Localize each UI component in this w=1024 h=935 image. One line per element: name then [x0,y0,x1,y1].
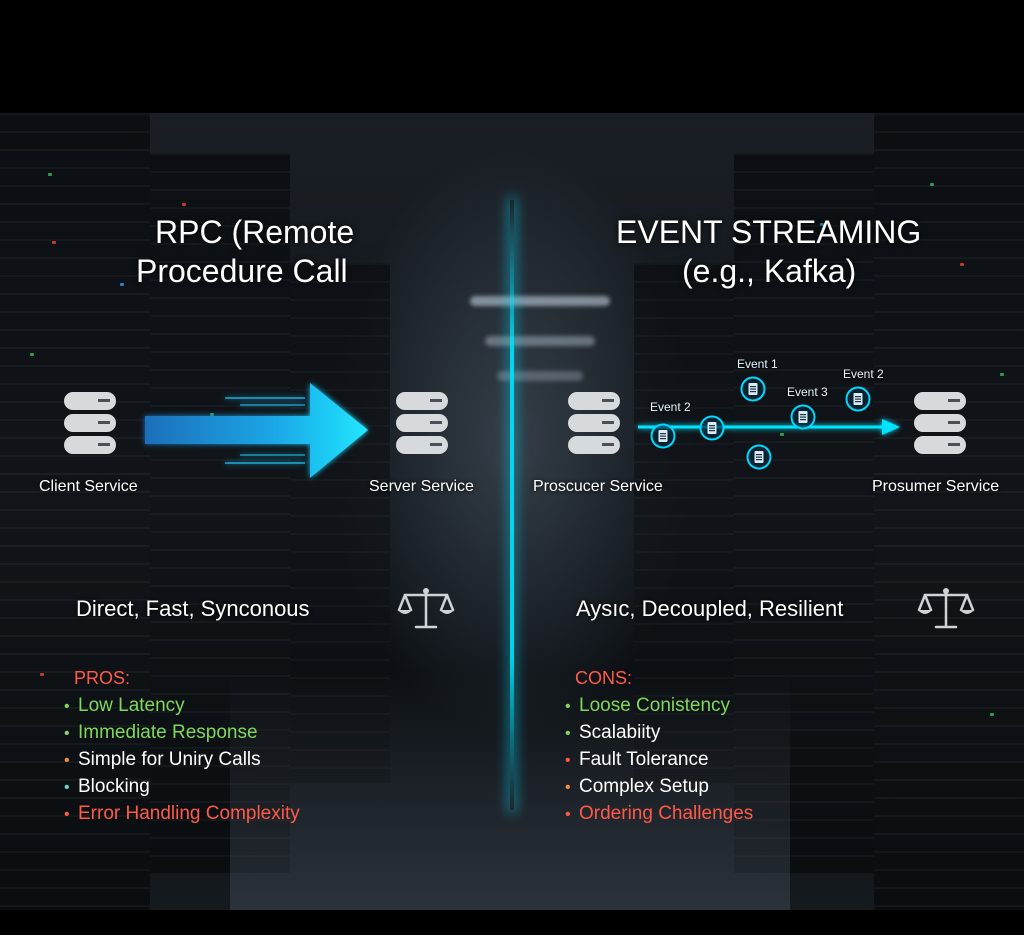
bullet-dot: • [64,698,70,715]
list-item-text: Ordering Challenges [579,803,754,824]
status-led [820,223,824,226]
bullet-dot: • [64,752,70,769]
document-icon [746,444,772,470]
rpc-tagline: Direct, Fast, Synconous [76,596,310,621]
server-rack-right-inner [634,263,734,783]
event-label: Event 1 [737,357,778,371]
server-database-icon [396,392,448,454]
datacenter-background [0,113,1024,910]
list-item: • Error Handling Complexity [64,801,300,828]
list-item-text: Simple for Uniry Calls [78,749,261,770]
bullet-dot: • [565,752,571,769]
bullet-dot: • [565,725,571,742]
list-item: • Blocking [64,774,300,801]
server-rack-left-outer [0,113,150,910]
status-led [52,241,56,244]
list-item: • Complex Setup [565,774,753,801]
bullet-dot: • [64,779,70,796]
list-item: • Simple for Uniry Calls [64,747,300,774]
status-led [182,203,186,206]
bullet-dot: • [64,806,70,823]
bullet-dot: • [565,698,571,715]
list-item-text: Immediate Response [78,722,258,743]
pros-heading: PROS: [74,668,131,688]
bullet-dot: • [565,806,571,823]
consumer-database-icon [914,392,966,454]
list-item-text: Blocking [78,776,150,797]
status-led [120,283,124,286]
list-item-text: Loose Conistency [579,695,731,716]
document-icon [740,376,766,402]
list-item-text: Fault Tolerance [579,749,709,770]
list-item-text: Complex Setup [579,776,709,797]
rpc-arrow-icon [145,383,368,478]
event-label: Event 2 [843,367,884,381]
event-label: Event 3 [787,385,828,399]
document-icon [845,386,871,412]
ceiling-light [497,371,583,381]
consumer-service-label: Prosumer Service [872,478,1000,495]
list-item: • Ordering Challenges [565,801,753,828]
server-rack-left-mid [150,153,290,873]
event-streaming-tagline: Aysıc, Decoupled, Resilient [576,596,844,621]
center-divider [510,200,514,810]
rpc-title-line2: Procedure Call [136,253,348,289]
list-item: • Loose Conistency [565,693,753,720]
list-item: • Scalabiity [565,720,753,747]
status-led [780,433,784,436]
bullet-dot: • [64,725,70,742]
document-icon [650,423,676,449]
client-service-label: Client Service [39,478,138,495]
event-streaming-title-line2: (e.g., Kafka) [682,253,857,289]
list-item: • Immediate Response [64,720,300,747]
balance-scale-icon [917,588,975,629]
server-rack-left-inner [290,263,390,783]
status-led [930,183,934,186]
event-label: Event 2 [650,400,691,414]
status-led [48,173,52,176]
balance-scale-icon [397,588,455,629]
document-icon [790,404,816,430]
status-led [1000,373,1004,376]
event-streaming-title-line1: EVENT STREAMING [616,214,922,250]
producer-database-icon [568,392,620,454]
cons-heading: CONS: [575,668,633,688]
server-rack-right-outer [874,113,1024,910]
status-led [40,673,44,676]
status-led [210,413,214,416]
status-led [990,713,994,716]
client-database-icon [64,392,116,454]
pros-list: • Low Latency • Immediate Response • Simple… [64,693,300,828]
ceiling-light [485,336,595,346]
producer-service-label: Proscucer Service [533,478,663,495]
event-stream-arrow-icon [638,419,900,435]
list-item-text: Scalabiity [579,722,661,743]
status-led [960,263,964,266]
list-item-text: Low Latency [78,695,185,716]
document-icon [699,415,725,441]
status-led [30,353,34,356]
list-item-text: Error Handling Complexity [78,803,300,824]
list-item: • Fault Tolerance [565,747,753,774]
server-service-label: Server Service [369,478,474,495]
list-item: • Low Latency [64,693,300,720]
cons-list: • Loose Conistency • Scalabiity • Fault Tol… [565,693,753,828]
rpc-title-line1: RPC (Remote [155,214,355,250]
server-rack-right-mid [734,153,874,873]
bullet-dot: • [565,779,571,796]
ceiling-light [470,296,610,306]
